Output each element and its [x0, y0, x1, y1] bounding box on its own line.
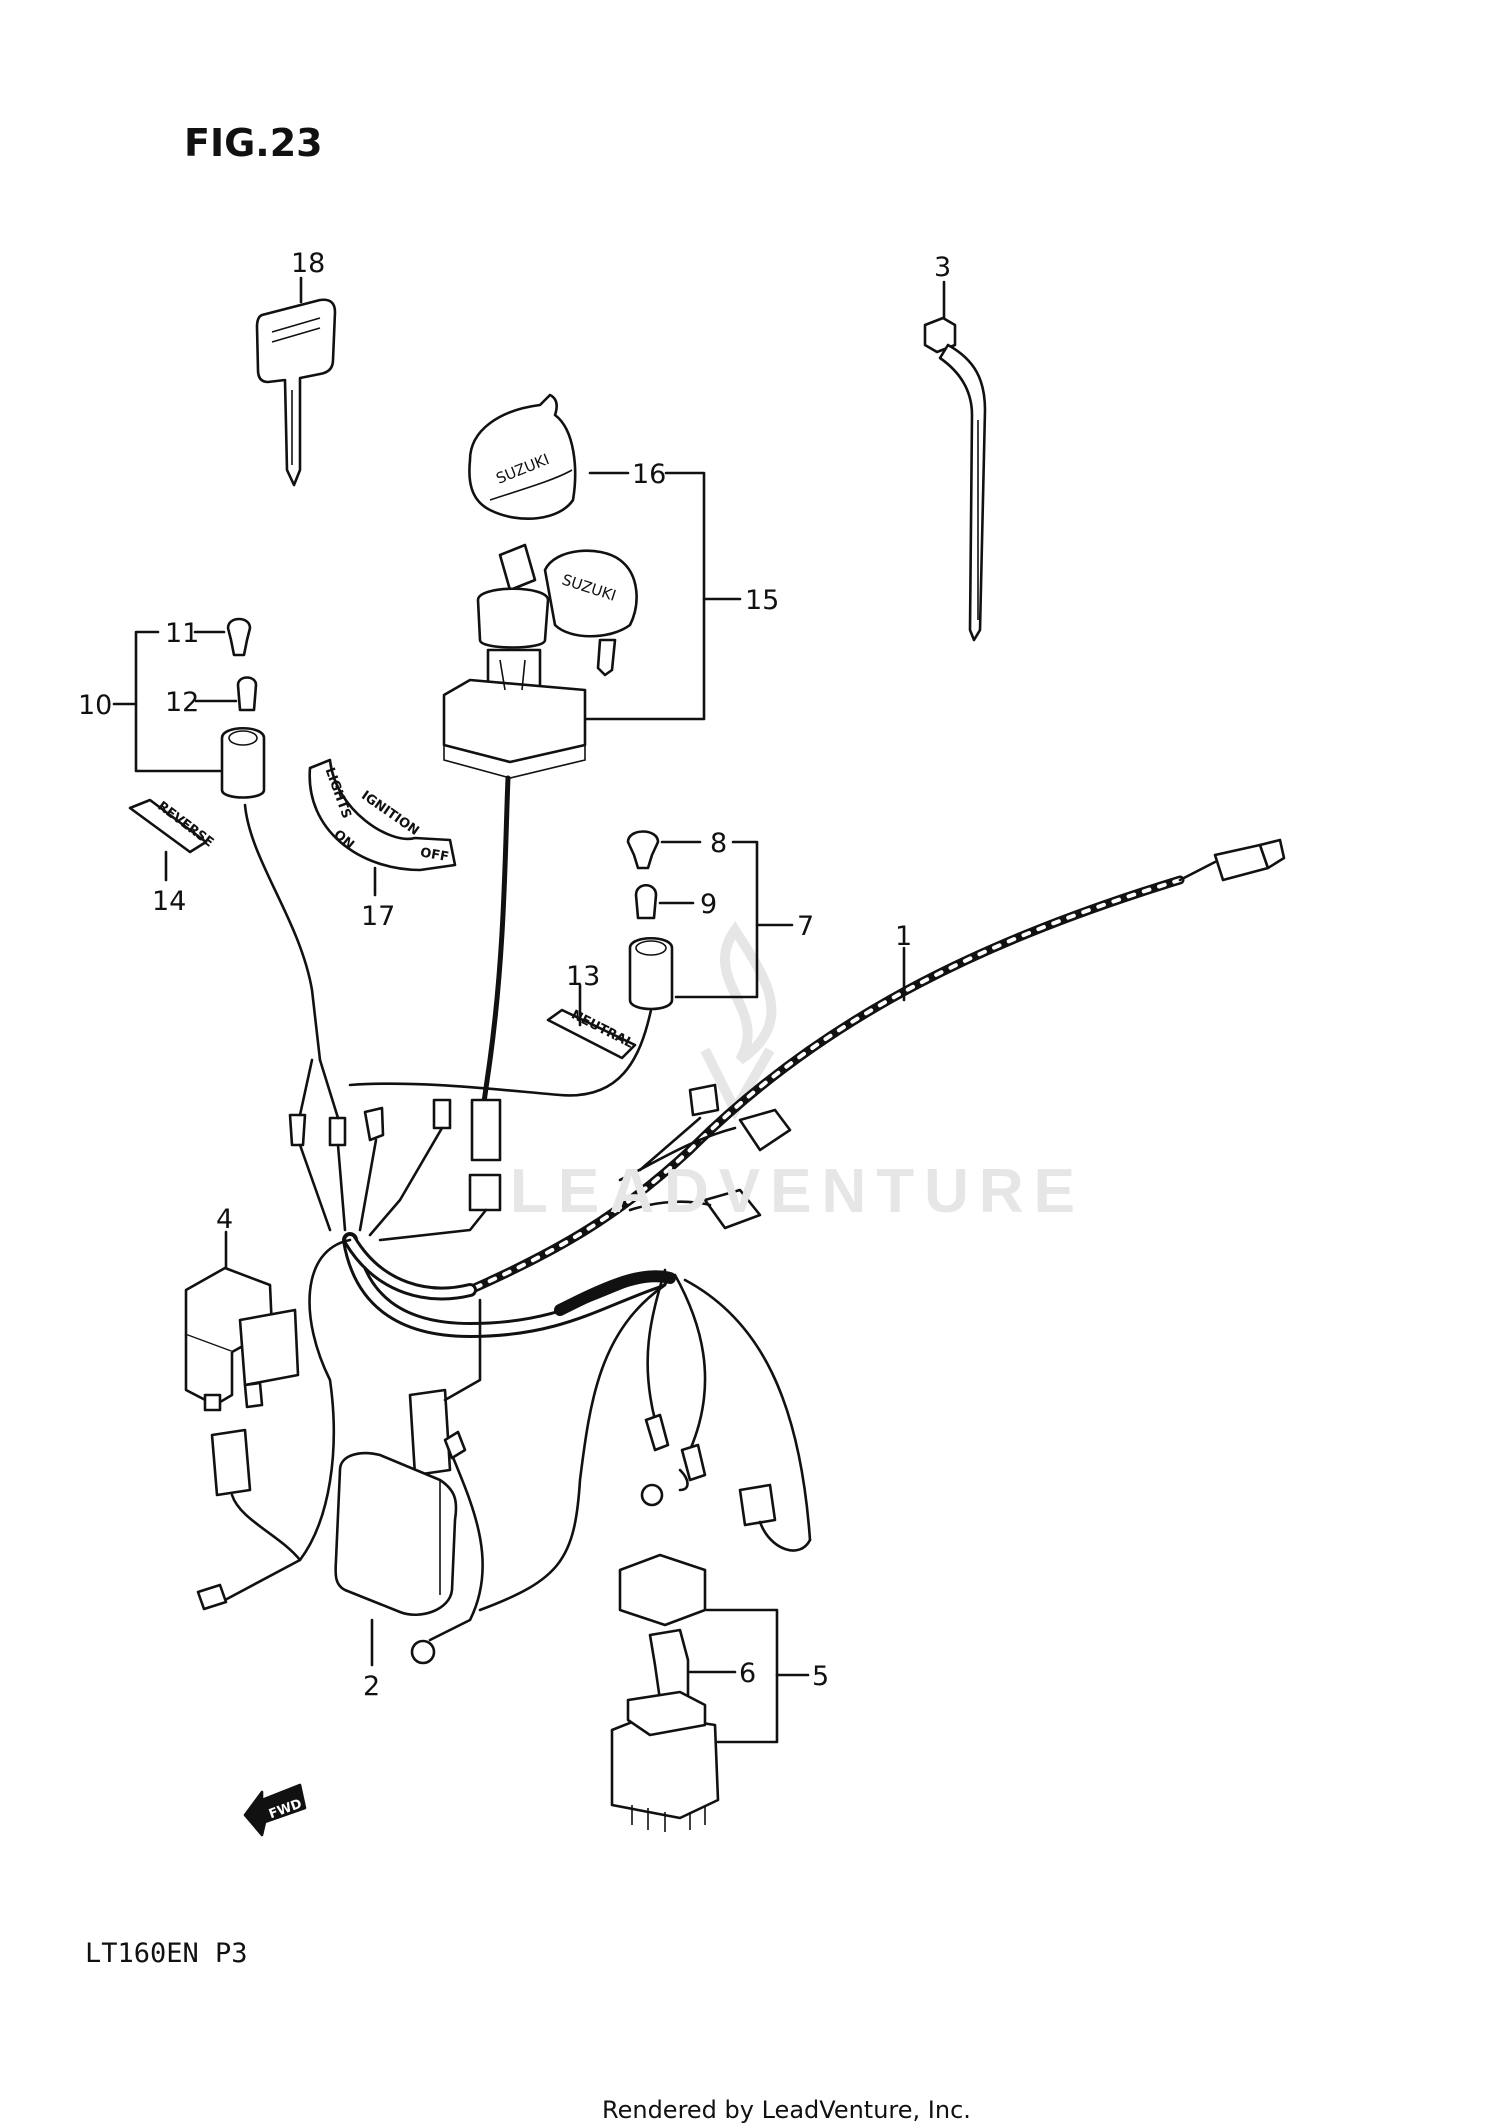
callout-8: 8	[710, 828, 727, 859]
ignition-switch: SUZUKI	[442, 543, 638, 779]
reverse-indicator-lamp	[220, 617, 266, 799]
callout-10: 10	[78, 690, 112, 721]
footer-credit: Rendered by LeadVenture, Inc.	[602, 2096, 971, 2124]
model-code: LT160EN P3	[85, 1938, 248, 1969]
callout-14: 14	[152, 886, 186, 917]
callout-2: 2	[363, 1671, 380, 1702]
ignition-knob: SUZUKI	[468, 393, 577, 521]
bracket-7	[674, 840, 759, 999]
reverse-plate: REVERSE	[128, 798, 216, 854]
neutral-plate: NEUTRAL	[546, 1008, 637, 1060]
voltage-regulator	[334, 1451, 458, 1617]
forward-direction-arrow: FWD	[243, 1783, 307, 1837]
fuse-relay-assembly	[610, 1553, 720, 1832]
callout-9: 9	[700, 889, 717, 920]
callout-6: 6	[739, 1658, 756, 1689]
callout-11: 11	[165, 618, 199, 649]
callout-12: 12	[165, 687, 199, 718]
bracket-15	[583, 471, 706, 721]
cable-tie	[923, 316, 987, 642]
callout-18: 18	[291, 248, 325, 279]
starter-relay	[184, 1266, 300, 1412]
neutral-indicator-lamp	[626, 830, 674, 1011]
callout-15: 15	[745, 585, 779, 616]
ignition-label-off: OFF	[419, 845, 450, 865]
bracket-10	[134, 630, 222, 773]
callout-17: 17	[361, 901, 395, 932]
wiring-harness	[196, 775, 1286, 1665]
callout-7: 7	[797, 911, 814, 942]
callout-16: 16	[632, 459, 666, 490]
callout-13: 13	[566, 961, 600, 992]
callout-3: 3	[934, 252, 951, 283]
ignition-position-label: LIGHTS ON IGNITION OFF	[308, 758, 457, 872]
ignition-key	[255, 298, 337, 487]
watermark: LEADVENTURE	[510, 1157, 1085, 1226]
figure-title: FIG.23	[184, 121, 323, 165]
callout-4: 4	[216, 1204, 233, 1235]
callout-5: 5	[812, 1661, 829, 1692]
callout-1: 1	[895, 921, 912, 952]
